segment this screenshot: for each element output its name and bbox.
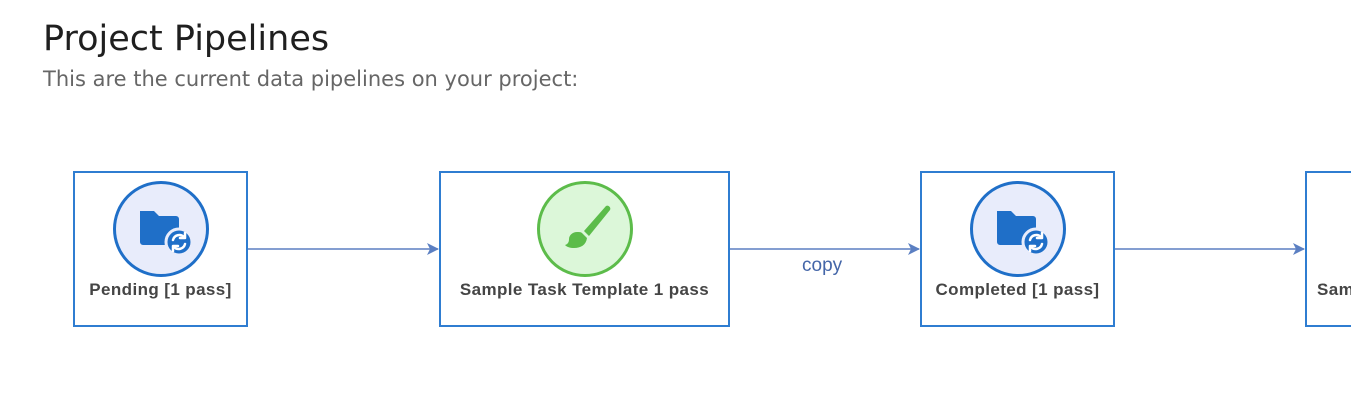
paintbrush-icon: [536, 181, 633, 277]
node-label: Pending [1 pass]: [89, 280, 232, 299]
edge-label-copy: copy: [802, 255, 843, 276]
pipeline-node-completed[interactable]: Completed [1 pass]: [920, 171, 1115, 327]
pipeline-node-pending[interactable]: Pending [1 pass]: [73, 171, 248, 327]
page-title: Project Pipelines: [43, 19, 330, 59]
node-label: Completed [1 pass]: [935, 280, 1100, 299]
node-label: Sam: [1317, 280, 1351, 299]
node-label: Sample Task Template 1 pass: [459, 280, 710, 299]
pipeline-node-task-template[interactable]: Sample Task Template 1 pass: [439, 171, 730, 327]
folder-sync-icon: [969, 181, 1066, 277]
page-subtitle: This are the current data pipelines on y…: [43, 67, 579, 91]
pipeline-node-next[interactable]: Sam: [1305, 171, 1351, 327]
folder-sync-icon: [112, 181, 209, 277]
